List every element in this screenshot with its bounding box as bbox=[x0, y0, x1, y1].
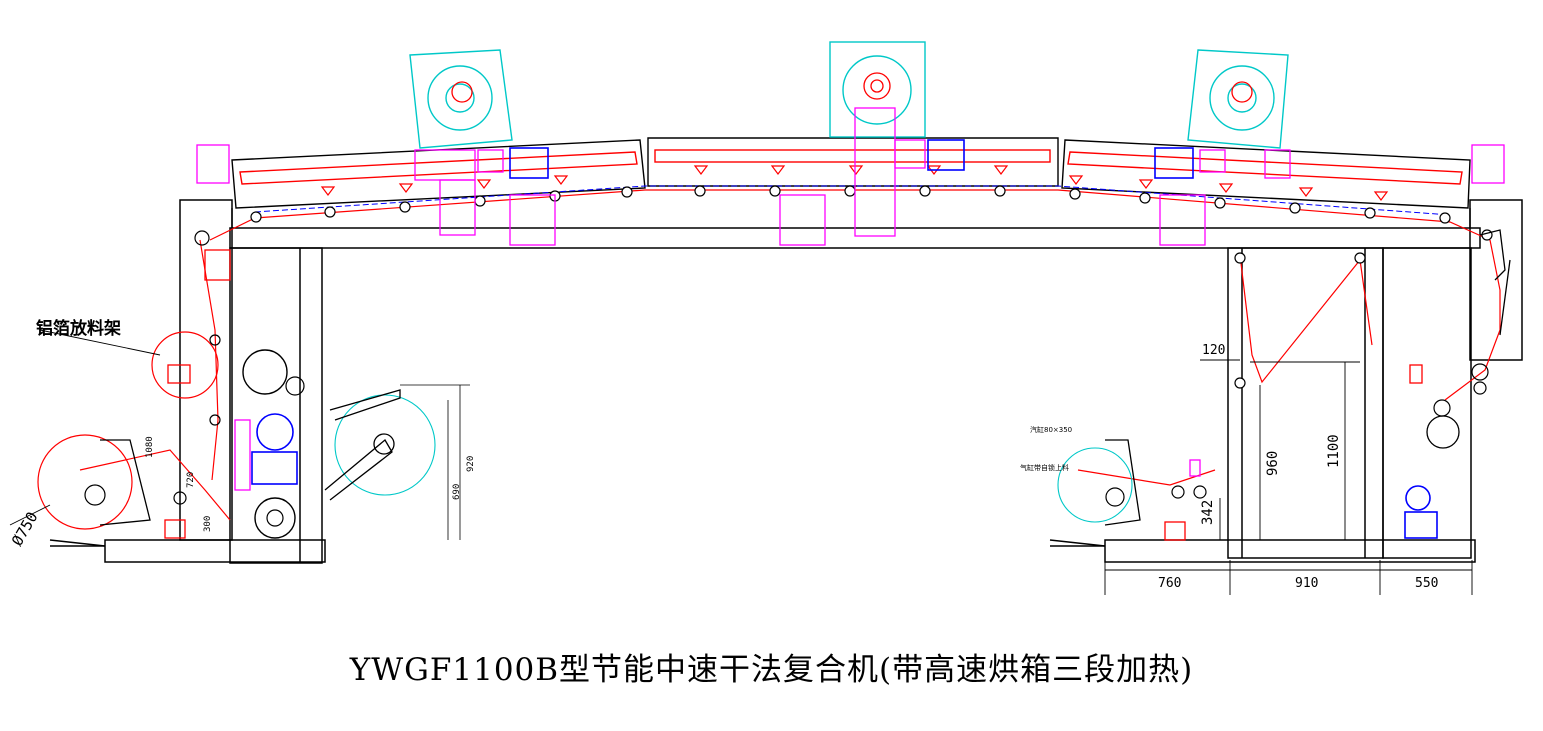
left-dim-c: 300 bbox=[203, 515, 213, 532]
main-frame bbox=[49, 199, 1523, 564]
dim-960: 960 bbox=[1265, 450, 1281, 476]
dim-910: 910 bbox=[1295, 576, 1319, 591]
drawing-title: YWGF1100B型节能中速干法复合机(带高速烘箱三段加热) bbox=[349, 652, 1194, 688]
blower-fans bbox=[409, 41, 1289, 149]
left-unwind bbox=[37, 230, 470, 540]
dim-760: 760 bbox=[1158, 576, 1182, 591]
web-path bbox=[79, 189, 1501, 521]
dryer-ovens bbox=[231, 137, 1471, 228]
left-dim-d: 920 bbox=[466, 455, 476, 472]
cylinder-note: 汽缸80×350 bbox=[1030, 426, 1073, 434]
dimension-lines bbox=[9, 329, 1473, 595]
dim-1100: 1100 bbox=[1326, 434, 1342, 468]
left-dim-e: 690 bbox=[452, 483, 462, 500]
air-nozzles bbox=[320, 165, 1389, 201]
left-dim-a: 1080 bbox=[145, 436, 155, 458]
air-ducts bbox=[196, 107, 1505, 246]
left-dim-b: 720 bbox=[186, 471, 196, 488]
dim-120: 120 bbox=[1202, 343, 1226, 358]
guide-rollers bbox=[250, 185, 1493, 389]
dim-342: 342 bbox=[1200, 499, 1216, 525]
unwind-station-label: 铝箔放料架 bbox=[36, 319, 121, 339]
lock-cylinder-note: 气缸带自锁上料 bbox=[1020, 464, 1069, 472]
blower-hubs bbox=[451, 72, 1253, 103]
motors-blue bbox=[251, 139, 1438, 539]
right-rewind bbox=[1057, 229, 1511, 541]
dim-550: 550 bbox=[1415, 576, 1439, 591]
